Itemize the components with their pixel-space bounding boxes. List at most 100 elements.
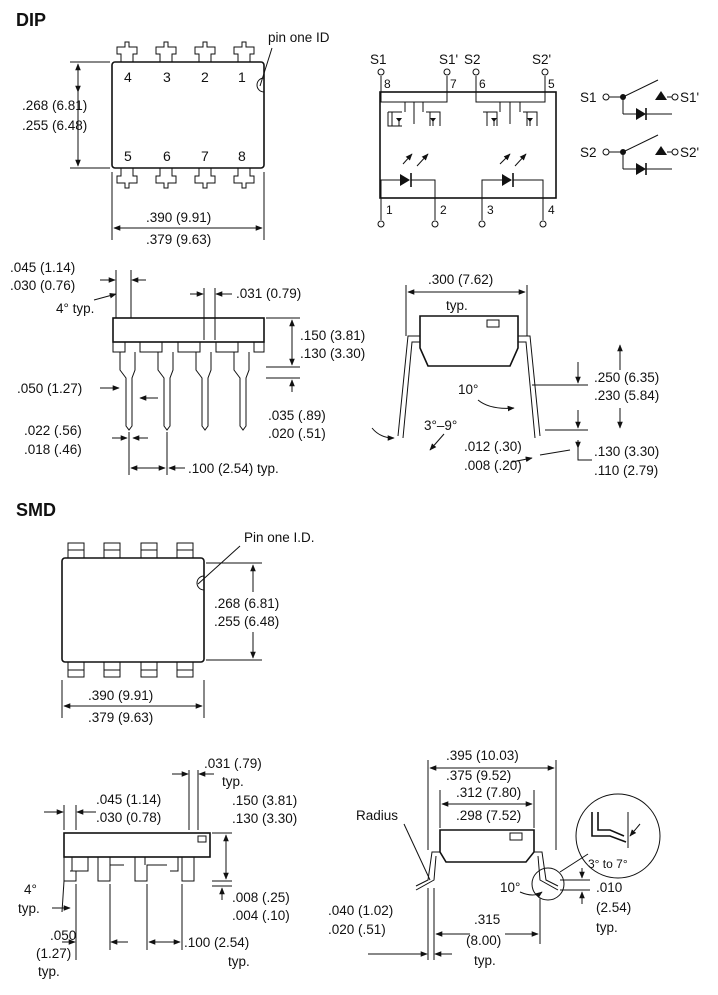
- schematic-label-s1: S1: [370, 52, 387, 67]
- smd-foot-min: .004 (.10): [232, 908, 290, 923]
- smd-body-width-max: .312 (7.80): [456, 785, 521, 800]
- dip-pin-number-top: 3: [163, 69, 171, 85]
- switch-label-s1-prime: S1': [680, 90, 699, 105]
- smd-angle-10: 10°: [500, 880, 520, 895]
- smd-overall-max: .395 (10.03): [446, 748, 519, 763]
- switch-label-s2-prime: S2': [680, 145, 699, 160]
- dip-top-pins: [116, 41, 255, 62]
- smd-end-view: .395 (10.03) .375 (9.52) .312 (7.80) .29…: [328, 748, 661, 968]
- smd-body-width-min: .298 (7.52): [456, 808, 521, 823]
- dip-row-spacing-typ: typ.: [446, 298, 468, 313]
- schematic-pin-5: 5: [548, 77, 555, 91]
- dip-angle-range: 3°–9°: [424, 418, 457, 433]
- smd-width-min: .379 (9.63): [88, 710, 153, 725]
- led-1: [380, 173, 436, 198]
- smd-foot-thickness: .010: [596, 880, 622, 895]
- dip-standoff-max: .035 (.89): [268, 408, 326, 423]
- smd-pin-one-id-label: Pin one I.D.: [244, 530, 315, 545]
- switch-symbol-2: S2 S2': [580, 134, 699, 175]
- schematic-pin-4: 4: [548, 203, 555, 217]
- switch-label-s1: S1: [580, 90, 597, 105]
- smd-foot-length-max: .040 (1.02): [328, 903, 393, 918]
- smd-lead-span-mm: (8.00): [466, 933, 501, 948]
- smd-bottom-pads: [67, 661, 194, 678]
- smd-shoulder-typ: typ.: [38, 964, 60, 979]
- smd-lead-span: .315: [474, 912, 500, 927]
- dip-angle-10: 10°: [458, 382, 478, 397]
- smd-angle: 4°: [24, 882, 37, 897]
- smd-foot-thickness-typ: typ.: [596, 920, 618, 935]
- dip-width-min: .379 (9.63): [146, 232, 211, 247]
- smd-foot-thickness-mm: (2.54): [596, 900, 631, 915]
- dip-lead-length-min: .110 (2.79): [594, 463, 658, 478]
- dip-lead-thickness-max: .012 (.30): [464, 439, 522, 454]
- smd-overall-min: .375 (9.52): [446, 768, 511, 783]
- dip-lead-thickness-min: .008 (.20): [464, 458, 522, 473]
- smd-foot-max: .008 (.25): [232, 890, 290, 905]
- schematic-pin-7: 7: [450, 77, 457, 91]
- smd-lead-wide-min: .030 (0.78): [96, 810, 161, 825]
- dip-lead-gap: .031 (0.79): [236, 286, 301, 301]
- schematic-pin-3: 3: [487, 203, 494, 217]
- dip-body-height-max: .150 (3.81): [300, 328, 365, 343]
- smd-foot-length-min: .020 (.51): [328, 922, 386, 937]
- dip-row-spacing: .300 (7.62): [428, 272, 493, 287]
- smd-pitch: .100 (2.54): [184, 935, 249, 950]
- dip-angle-typ: 4° typ.: [56, 301, 94, 316]
- smd-lead-wide-max: .045 (1.14): [96, 792, 161, 807]
- smd-detail-angle: 3° to 7°: [588, 857, 628, 871]
- dip-lead-wide-min: .030 (0.76): [10, 278, 75, 293]
- dip-pin-number-bottom: 5: [124, 148, 132, 164]
- schematic-pin-8: 8: [384, 77, 391, 91]
- smd-radius-label: Radius: [356, 808, 398, 823]
- mosfet-pair-2: [475, 92, 546, 126]
- dip-lead-width-min: .018 (.46): [24, 442, 82, 457]
- section-title-dip: DIP: [16, 10, 46, 30]
- dip-pin-number-bottom: 7: [201, 148, 209, 164]
- dip-seat-height-min: .230 (5.84): [594, 388, 659, 403]
- smd-height-min: .255 (6.48): [214, 614, 279, 629]
- dip-lead-width-max: .022 (.56): [24, 423, 82, 438]
- smd-shoulder: .050: [50, 928, 76, 943]
- smd-top-view: Pin one I.D. .268 (6.81) .255 (6.48) .39…: [61, 530, 315, 725]
- dip-pin-number-bottom: 6: [163, 148, 171, 164]
- dip-width-max: .390 (9.91): [146, 210, 211, 225]
- pin-one-id-label: pin one ID: [268, 30, 330, 45]
- smd-top-pads: [67, 542, 194, 559]
- schematic-pin-6: 6: [479, 77, 486, 91]
- mosfet-pair-1: [380, 92, 448, 127]
- dip-shoulder: .050 (1.27): [17, 381, 82, 396]
- pin-one-notch: [256, 77, 265, 93]
- schematic-label-s2-prime: S2': [532, 52, 551, 67]
- dip-pitch: .100 (2.54) typ.: [188, 461, 279, 476]
- internal-schematic: S1 S1' S2 S2' 8 7 6 5 1 2 3 4: [370, 52, 557, 228]
- schematic-pin-1: 1: [386, 203, 393, 217]
- smd-shoulder-mm: (1.27): [36, 946, 71, 961]
- smd-pin-one-notch: [196, 575, 205, 591]
- dip-standoff-min: .020 (.51): [268, 426, 326, 441]
- dip-height-min: .255 (6.48): [22, 118, 87, 133]
- smd-height-max: .268 (6.81): [214, 596, 279, 611]
- dip-body-height-min: .130 (3.30): [300, 346, 365, 361]
- smd-body-height-max: .150 (3.81): [232, 793, 297, 808]
- dip-seat-height-max: .250 (6.35): [594, 370, 659, 385]
- smd-lead-gap-typ: typ.: [222, 774, 244, 789]
- smd-lead-span-typ: typ.: [474, 953, 496, 968]
- smd-width-max: .390 (9.91): [88, 688, 153, 703]
- lead-detail-circle: [575, 793, 661, 879]
- smd-lead-gap: .031 (.79): [204, 756, 262, 771]
- dip-pin-number-bottom: 8: [238, 148, 246, 164]
- dip-lead-length-max: .130 (3.30): [594, 444, 659, 459]
- dip-side-view: .045 (1.14) .030 (0.76) 4° typ. .031 (0.…: [10, 260, 365, 476]
- switch-label-s2: S2: [580, 145, 597, 160]
- schematic-label-s2: S2: [464, 52, 481, 67]
- dip-lead-wide-max: .045 (1.14): [10, 260, 75, 275]
- smd-angle-typ: typ.: [18, 901, 40, 916]
- led-2: [481, 173, 544, 198]
- schematic-pin-2: 2: [440, 203, 447, 217]
- smd-side-view: .031 (.79) typ. .045 (1.14) .030 (0.78) …: [18, 756, 297, 979]
- switch-symbol-1: S1 S1': [580, 79, 699, 120]
- dip-pin-number-top: 1: [238, 69, 246, 85]
- dip-pin-number-top: 2: [201, 69, 209, 85]
- section-title-smd: SMD: [16, 500, 56, 520]
